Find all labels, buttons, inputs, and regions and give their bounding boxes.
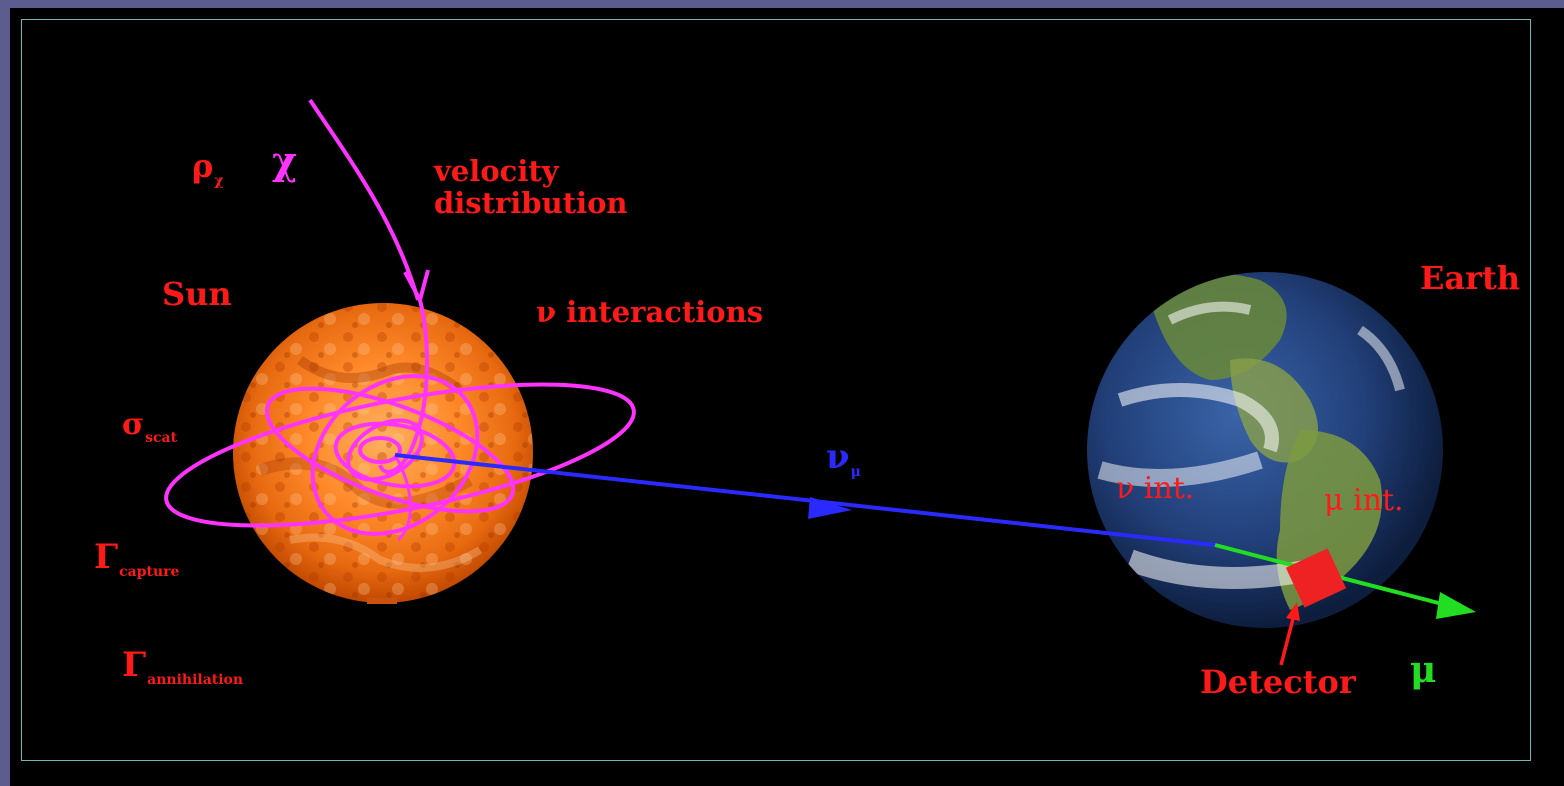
rho-subscript: χ bbox=[214, 173, 224, 189]
nu-mu-symbol: ν bbox=[826, 437, 850, 477]
nu-interactions-label: ν interactions bbox=[536, 295, 764, 329]
sun-icon bbox=[233, 303, 533, 604]
wimp-chi-label: χ bbox=[272, 138, 297, 183]
mu-int-label: μ int. bbox=[1324, 483, 1404, 518]
gamma-capture-label: Γcapture bbox=[94, 540, 179, 579]
velocity-line-2: distribution bbox=[434, 185, 628, 220]
earth-icon bbox=[1087, 272, 1443, 628]
local-density-label: ρχ bbox=[192, 150, 224, 188]
gamma-capture-symbol: Γ bbox=[94, 537, 119, 577]
sigma-scat-label: σscat bbox=[122, 407, 178, 446]
sigma-symbol: σ bbox=[122, 407, 145, 442]
earth-label: Earth bbox=[1420, 259, 1521, 297]
wimp-trajectory bbox=[164, 98, 636, 542]
velocity-line-1: velocity bbox=[434, 154, 559, 188]
gamma-capture-subscript: capture bbox=[119, 564, 180, 580]
rho-symbol: ρ bbox=[192, 147, 214, 185]
nu-mu-label: νμ bbox=[826, 440, 861, 479]
detector-label: Detector bbox=[1200, 663, 1356, 701]
detector-icon bbox=[1285, 548, 1347, 608]
velocity-distribution-label: velocity distribution bbox=[434, 154, 628, 220]
panel-border bbox=[21, 19, 1531, 761]
sigma-subscript: scat bbox=[145, 430, 178, 446]
nu-mu-subscript: μ bbox=[850, 464, 861, 480]
sun-label: Sun bbox=[162, 275, 232, 313]
gamma-annihilation-subscript: annihilation bbox=[147, 672, 244, 688]
gamma-annihilation-label: Γannihilation bbox=[122, 648, 243, 687]
mu-label: μ bbox=[1410, 649, 1437, 691]
detector-pointer bbox=[1279, 602, 1300, 666]
gamma-annihilation-symbol: Γ bbox=[122, 645, 147, 685]
neutrino-path bbox=[394, 453, 1216, 547]
nu-int-label: ν int. bbox=[1116, 471, 1195, 506]
